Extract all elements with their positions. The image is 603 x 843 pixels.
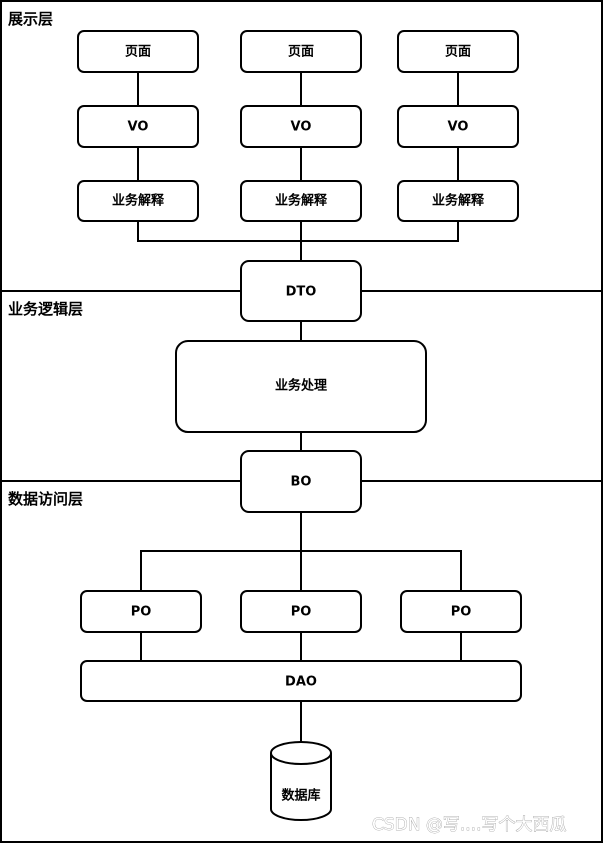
po-label: PO xyxy=(291,605,312,620)
dto-label: DTO xyxy=(286,285,317,300)
vo-node: VO xyxy=(77,105,199,148)
presentation-layer-title: 展示层 xyxy=(8,10,53,28)
page-node: 页面 xyxy=(397,30,519,73)
vo-node: VO xyxy=(240,105,362,148)
business-interpretation-node: 业务解释 xyxy=(77,180,199,222)
dao-node: DAO xyxy=(80,660,522,702)
page-label: 页面 xyxy=(445,45,471,60)
po-label: PO xyxy=(131,605,152,620)
page-label: 页面 xyxy=(288,45,314,60)
po-node: PO xyxy=(240,590,362,633)
lower-connectors xyxy=(140,321,462,742)
business-processing-label: 业务处理 xyxy=(275,378,327,394)
dto-node: DTO xyxy=(240,260,362,322)
page-node: 页面 xyxy=(240,30,362,73)
bo-node: BO xyxy=(240,450,362,513)
page-label: 页面 xyxy=(125,45,151,60)
csdn-watermark: CSDN @写....写个大西瓜 xyxy=(372,815,567,835)
page-node: 页面 xyxy=(77,30,199,73)
business-interpretation-node: 业务解释 xyxy=(397,180,519,222)
business-processing-node: 业务处理 xyxy=(175,340,427,433)
presentation-connectors xyxy=(137,72,459,261)
business-interpretation-label: 业务解释 xyxy=(112,193,165,209)
data-access-layer-title: 数据访问层 xyxy=(8,490,83,508)
vo-node: VO xyxy=(397,105,519,148)
business-interpretation-label: 业务解释 xyxy=(275,193,328,209)
bo-label: BO xyxy=(291,475,312,490)
business-layer-title: 业务逻辑层 xyxy=(8,300,83,318)
po-node: PO xyxy=(400,590,522,633)
database-label: 数据库 xyxy=(281,788,320,804)
po-label: PO xyxy=(451,605,472,620)
vo-label: VO xyxy=(291,120,312,135)
vo-label: VO xyxy=(128,120,149,135)
vo-label: VO xyxy=(448,120,469,135)
business-interpretation-node: 业务解释 xyxy=(240,180,362,222)
business-interpretation-label: 业务解释 xyxy=(432,193,485,209)
po-node: PO xyxy=(80,590,202,633)
dao-label: DAO xyxy=(285,675,317,690)
database-icon: 数据库 xyxy=(270,741,332,821)
